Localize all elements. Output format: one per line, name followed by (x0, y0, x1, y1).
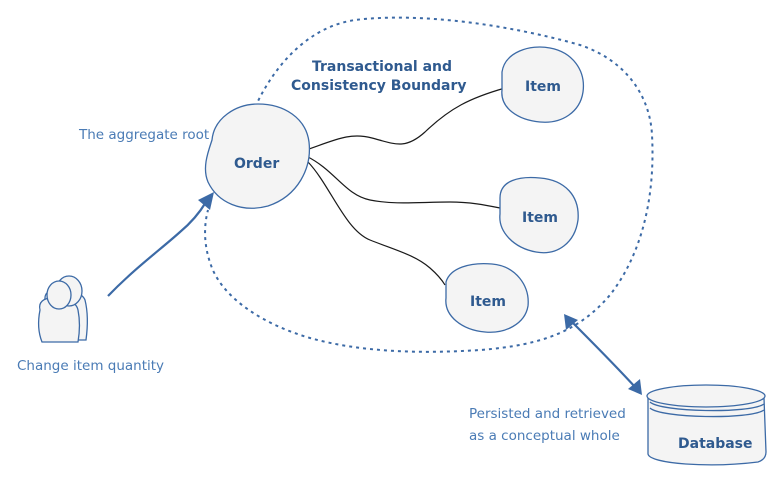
consistency-boundary (204, 16, 654, 353)
item-node-3-label: Item (470, 294, 506, 310)
boundary-label-line2: Consistency Boundary (291, 78, 467, 94)
boundary-database-arrow (571, 321, 637, 389)
database-arrow-head (628, 379, 642, 395)
aggregate-root-caption: The aggregate root (78, 127, 209, 143)
item-node-2-label: Item (522, 210, 558, 226)
database-label: Database (678, 436, 753, 452)
connector-order-item-1 (305, 87, 506, 151)
item-node-3[interactable] (445, 262, 529, 333)
connector-order-item-2 (305, 155, 501, 209)
actor-caption: Change item quantity (17, 358, 164, 374)
actor-to-order-arrow (107, 201, 207, 297)
item-node-2[interactable] (499, 176, 579, 254)
user-icon (38, 275, 89, 343)
item-node-1-label: Item (525, 79, 561, 95)
database-icon (646, 384, 767, 466)
boundary-arrow-head (564, 314, 578, 330)
database-caption-line2: as a conceptual whole (469, 428, 620, 444)
item-node-1[interactable] (501, 46, 585, 123)
connector-order-item-3 (307, 161, 446, 286)
actor-arrow-head (198, 192, 214, 210)
boundary-label-line1: Transactional and (312, 59, 452, 75)
order-node[interactable] (204, 103, 311, 209)
order-node-label: Order (234, 156, 279, 172)
database-caption-line1: Persisted and retrieved (469, 406, 626, 422)
